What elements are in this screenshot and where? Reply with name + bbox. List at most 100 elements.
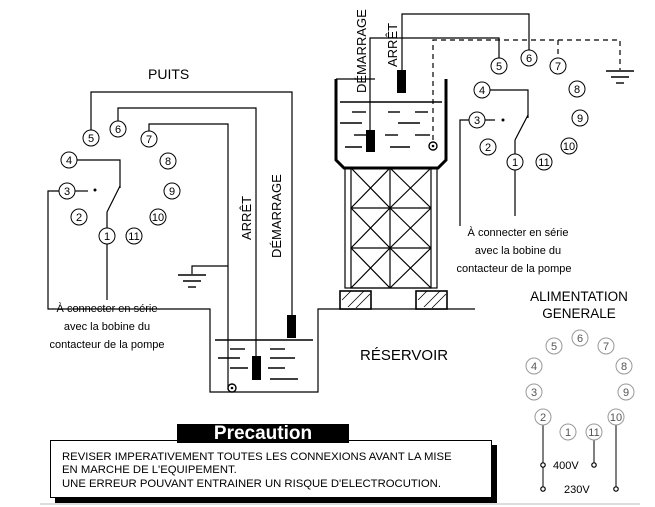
tank-terminal-6: 6 bbox=[520, 49, 538, 67]
voltage-230v: 230V bbox=[564, 484, 590, 496]
tank-stop-probe bbox=[397, 70, 406, 93]
svg-text:11: 11 bbox=[128, 231, 139, 243]
svg-text:6: 6 bbox=[115, 124, 121, 136]
tank-terminal-1: 1 bbox=[506, 153, 524, 171]
tank-terminal-10: 10 bbox=[560, 137, 578, 155]
svg-text:11: 11 bbox=[588, 427, 599, 439]
power-terminal-9: 9 bbox=[617, 383, 635, 401]
svg-text:7: 7 bbox=[603, 341, 609, 353]
tank-terminal-2: 2 bbox=[479, 138, 497, 156]
svg-text:contacteur de la pompe: contacteur de la pompe bbox=[457, 263, 572, 275]
power-terminal-8: 8 bbox=[615, 357, 633, 375]
power-terminal-3: 3 bbox=[525, 383, 543, 401]
well-terminal-10: 10 bbox=[149, 208, 167, 226]
power-title-line2: GENERALE bbox=[542, 306, 616, 321]
svg-text:10: 10 bbox=[152, 212, 164, 224]
well-ground-icon bbox=[178, 274, 206, 288]
tank-relay-socket: 1 2 3 4 5 6 7 8 9 10 11 bbox=[468, 49, 589, 171]
power-terminal-10: 10 bbox=[607, 408, 625, 426]
precaution-line-1: REVISER IMPERATIVEMENT TOUTES LES CONNEX… bbox=[62, 451, 452, 463]
well-terminal-1: 1 bbox=[98, 227, 116, 245]
power-terminal-1: 1 bbox=[559, 423, 577, 441]
well-terminal-5: 5 bbox=[82, 129, 100, 147]
svg-text:9: 9 bbox=[169, 186, 175, 198]
tank-terminal-3: 3 bbox=[468, 111, 486, 129]
svg-text:6: 6 bbox=[526, 53, 532, 65]
well-note: À connecter en série avec la bobine du c… bbox=[50, 302, 165, 351]
svg-text:5: 5 bbox=[88, 133, 94, 145]
precaution-title: Precaution bbox=[177, 424, 349, 443]
well-section: PUITS bbox=[47, 66, 340, 393]
well-terminal-7: 7 bbox=[140, 130, 158, 148]
svg-text:9: 9 bbox=[577, 113, 583, 125]
well-relay-socket: 1 2 3 4 5 6 7 8 9 10 11 bbox=[58, 120, 181, 245]
power-terminal-6: 6 bbox=[571, 329, 589, 347]
well-stop-probe bbox=[252, 356, 261, 380]
well-terminal-6: 6 bbox=[109, 120, 127, 138]
svg-text:8: 8 bbox=[574, 84, 580, 96]
svg-text:7: 7 bbox=[146, 134, 152, 146]
svg-text:11: 11 bbox=[538, 157, 549, 169]
svg-text:3: 3 bbox=[64, 186, 70, 198]
tank-ground-icon bbox=[606, 70, 634, 84]
svg-text:8: 8 bbox=[621, 361, 627, 373]
power-socket: 1 2 3 4 5 6 7 8 9 10 11 bbox=[525, 329, 635, 441]
precaution-line-3: UNE ERREUR POUVANT ENTRAINER UN RISQUE D… bbox=[62, 478, 441, 490]
svg-text:10: 10 bbox=[610, 412, 622, 424]
svg-text:10: 10 bbox=[563, 141, 575, 153]
tank-note: À connecter en série avec la bobine du c… bbox=[457, 226, 572, 275]
voltage-400v: 400V bbox=[553, 460, 579, 472]
svg-text:6: 6 bbox=[577, 333, 583, 345]
well-terminal-11: 11 bbox=[125, 227, 143, 245]
tank-terminal-5: 5 bbox=[490, 57, 508, 75]
tank-start-probe bbox=[366, 130, 375, 152]
well-terminal-8: 8 bbox=[159, 152, 177, 170]
tank-start-label: DÉMARRAGE bbox=[354, 9, 369, 93]
svg-text:1: 1 bbox=[565, 427, 571, 439]
tank-terminal-8: 8 bbox=[568, 80, 586, 98]
svg-text:4: 4 bbox=[531, 361, 537, 373]
svg-text:9: 9 bbox=[623, 387, 629, 399]
power-terminal-7: 7 bbox=[597, 337, 615, 355]
tank-stop-label: ARRÊT bbox=[385, 23, 400, 67]
svg-text:5: 5 bbox=[496, 61, 502, 73]
power-terminal-2: 2 bbox=[534, 408, 552, 426]
well-terminal-3: 3 bbox=[58, 182, 76, 200]
precaution-box bbox=[50, 440, 492, 498]
well-terminal-2: 2 bbox=[70, 208, 88, 226]
tank-section: DÉMARRAGE ARRÊT 1 2 3 4 5 6 7 8 9 10 11 … bbox=[334, 9, 634, 364]
svg-text:4: 4 bbox=[66, 155, 72, 167]
precaution-line-2: EN MARCHE DE L'EQUIPEMENT. bbox=[62, 464, 237, 476]
svg-text:2: 2 bbox=[485, 142, 491, 154]
tank-terminal-4: 4 bbox=[473, 81, 491, 99]
svg-text:4: 4 bbox=[479, 85, 485, 97]
tank-terminal-7: 7 bbox=[549, 57, 567, 75]
well-terminal-4: 4 bbox=[60, 151, 78, 169]
tank-terminal-11: 11 bbox=[535, 153, 553, 171]
power-terminal-11: 11 bbox=[585, 423, 603, 441]
well-stop-label: ARRÊT bbox=[239, 196, 254, 240]
well-start-probe bbox=[287, 315, 296, 338]
svg-text:5: 5 bbox=[551, 341, 557, 353]
well-title: PUITS bbox=[148, 66, 189, 82]
tank-terminal-9: 9 bbox=[571, 109, 589, 127]
power-section: ALIMENTATION GENERALE 400V 230V 1 2 3 4 … bbox=[525, 289, 635, 496]
power-title-line1: ALIMENTATION bbox=[530, 289, 628, 304]
well-start-label: DÉMARRAGE bbox=[269, 174, 284, 258]
svg-text:contacteur de la pompe: contacteur de la pompe bbox=[50, 339, 165, 351]
svg-text:À connecter en série: À connecter en série bbox=[468, 226, 569, 239]
svg-text:À connecter en série: À connecter en série bbox=[57, 302, 158, 315]
svg-text:7: 7 bbox=[555, 61, 561, 73]
svg-text:3: 3 bbox=[474, 115, 480, 127]
svg-text:8: 8 bbox=[165, 156, 171, 168]
svg-text:2: 2 bbox=[540, 412, 546, 424]
well-terminal-9: 9 bbox=[163, 182, 181, 200]
svg-text:3: 3 bbox=[531, 387, 537, 399]
svg-text:avec la bobine du: avec la bobine du bbox=[475, 245, 561, 257]
svg-text:avec la bobine du: avec la bobine du bbox=[64, 321, 150, 333]
svg-text:1: 1 bbox=[104, 231, 110, 243]
reservoir-label: RÉSERVOIR bbox=[360, 347, 448, 364]
svg-text:2: 2 bbox=[76, 212, 82, 224]
svg-text:1: 1 bbox=[512, 157, 518, 169]
